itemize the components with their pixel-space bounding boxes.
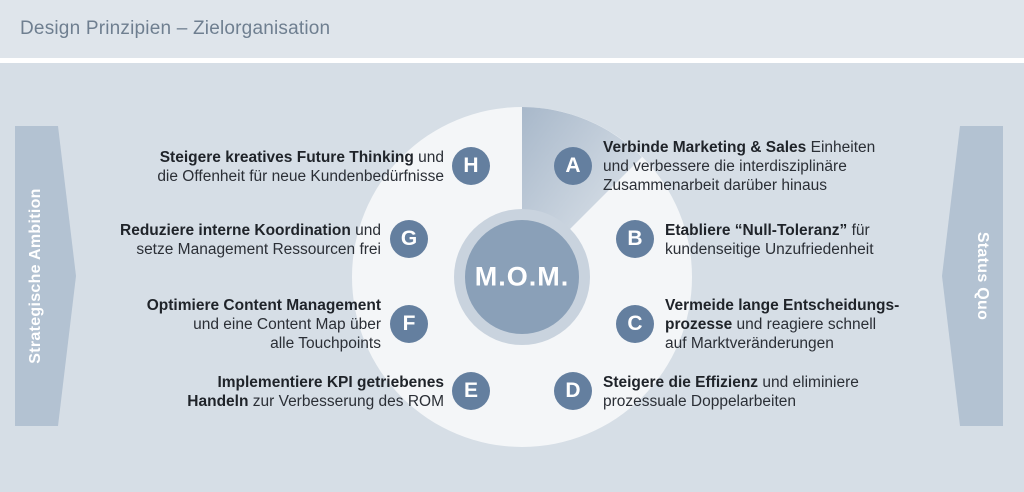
item-e-bold2: Handeln: [187, 393, 249, 410]
badge-a: A: [554, 147, 592, 185]
badge-b: B: [616, 220, 654, 258]
item-f-line2: und eine Content Map über: [193, 316, 381, 333]
item-e-rest: zur Verbesserung des ROM: [248, 393, 444, 410]
item-f-line3: alle Touchpoints: [270, 335, 381, 352]
item-a-rest: Einheiten: [806, 139, 876, 156]
item-h-bold: Steigere kreatives Future Thinking: [159, 149, 414, 166]
right-arrow-shape: [942, 126, 1003, 426]
page-title: Design Prinzipien – Zielorganisation: [20, 18, 331, 39]
item-e-bold1: Implementiere KPI getriebenes: [217, 374, 444, 391]
item-b-rest: für: [847, 222, 870, 239]
item-d-bold: Steigere die Effizienz: [603, 374, 759, 391]
badge-f: F: [390, 305, 428, 343]
item-c-rest: und reagiere schnell: [732, 316, 877, 333]
item-a-line3: Zusammenarbeit darüber hinaus: [603, 177, 828, 194]
badge-h: H: [452, 147, 490, 185]
item-h-rest: und: [413, 149, 444, 166]
item-g-bold: Reduziere interne Koordination: [120, 222, 351, 239]
item-c-line3: auf Marktveränderungen: [665, 335, 834, 352]
header-bar: Design Prinzipien – Zielorganisation: [0, 0, 1024, 58]
item-b-line2: kundenseitige Unzufriedenheit: [665, 241, 874, 258]
item-b-bold: Etabliere “Null-Toleranz”: [665, 222, 848, 239]
item-c-bold1: Vermeide lange Entscheidungs-: [665, 297, 900, 314]
item-b-text: Etabliere “Null-Toleranz” für kundenseit…: [665, 221, 874, 259]
item-g-line2: setze Management Ressourcen frei: [136, 241, 381, 258]
center-label: M.O.M.: [474, 261, 570, 292]
item-e-text: Implementiere KPI getriebenes Handeln zu…: [187, 373, 444, 411]
item-d-text: Steigere die Effizienz und eliminiere pr…: [603, 373, 859, 411]
item-c-text: Vermeide lange Entscheidungs- prozesse u…: [665, 296, 899, 353]
item-a-bold: Verbinde Marketing & Sales: [603, 139, 807, 156]
item-g-text: Reduziere interne Koordination und setze…: [120, 221, 381, 259]
right-arrow-label: Status Quo: [974, 231, 991, 321]
center-circle: [465, 220, 579, 334]
left-arrow-shape: [15, 126, 76, 426]
item-f-text: Optimiere Content Management und eine Co…: [147, 296, 381, 353]
header-divider: [0, 58, 1024, 63]
item-h-line2: die Offenheit für neue Kundenbedürfnisse: [157, 168, 444, 185]
item-a-text: Verbinde Marketing & Sales Einheiten und…: [603, 138, 875, 195]
left-arrow-label: Strategische Ambition: [27, 188, 44, 364]
item-h-text: Steigere kreatives Future Thinking und d…: [157, 148, 444, 186]
item-f-bold: Optimiere Content Management: [146, 297, 381, 314]
badge-g: G: [390, 220, 428, 258]
badge-d: D: [554, 372, 592, 410]
badge-c: C: [616, 305, 654, 343]
item-g-rest: und: [350, 222, 381, 239]
item-d-line2: prozessuale Doppelarbeiten: [603, 393, 797, 410]
badge-e: E: [452, 372, 490, 410]
item-d-rest: und eliminiere: [758, 374, 859, 391]
item-a-line2: und verbessere die interdisziplinäre: [603, 158, 847, 175]
item-c-bold2: prozesse: [665, 316, 733, 333]
